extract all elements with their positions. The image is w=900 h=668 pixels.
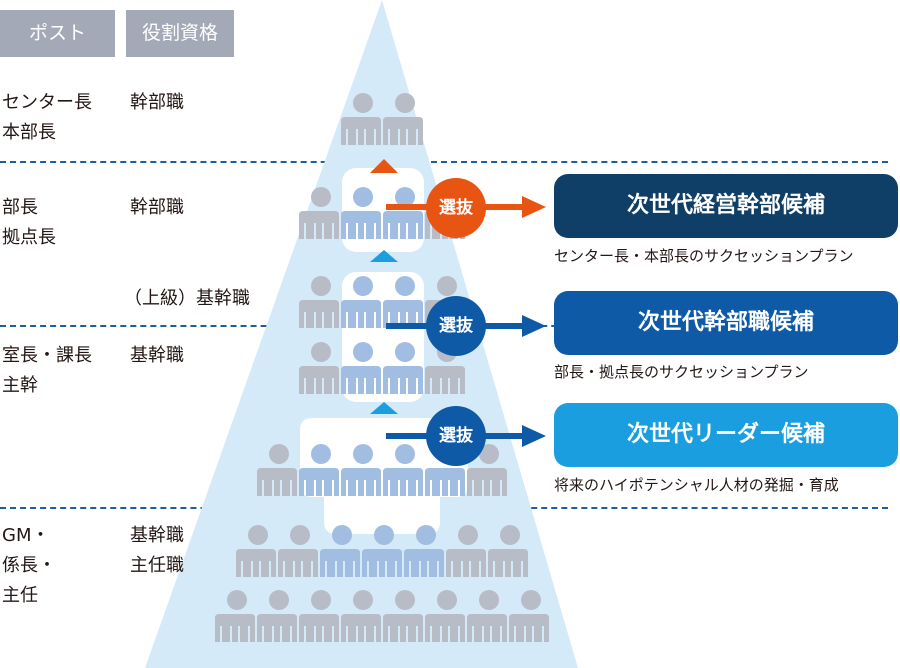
person-icon [425,590,465,642]
person-icon [299,590,339,642]
person-icon [236,525,276,577]
selection-badge: 選抜 [426,406,486,466]
person-icon [383,590,423,642]
person-icon [257,590,297,642]
role-label: （上級）基幹職 [124,288,250,309]
person-highlighted-icon [299,444,339,496]
arrow-right-icon [522,425,546,447]
person-highlighted-icon [341,342,381,394]
person-icon [467,444,507,496]
post-label: 室長・課長 主幹 [2,345,92,396]
arrow-right-icon [522,315,546,337]
role-label: 基幹職 [130,345,184,366]
header-role: 役割資格 [126,10,234,57]
person-icon [467,590,507,642]
person-highlighted-icon [383,187,423,239]
person-icon [215,590,255,642]
selection-badge: 選抜 [426,178,486,238]
person-highlighted-icon [341,276,381,328]
selection-badge: 選抜 [426,296,486,356]
role-label: 幹部職 [130,92,184,113]
person-highlighted-icon [383,276,423,328]
candidate-subtitle: 将来のハイポテンシャル人材の発掘・育成 [554,476,839,494]
person-icon [509,590,549,642]
role-label: 基幹職 主任職 [130,525,184,576]
arrow-right-icon [522,196,546,218]
person-highlighted-icon [362,525,402,577]
header-post: ポスト [0,10,115,57]
candidate-subtitle: 部長・拠点長のサクセッションプラン [554,363,809,381]
up-triangle-icon [370,159,398,173]
person-icon [341,590,381,642]
up-triangle-icon [370,250,398,262]
post-label: GM・ 係長・ 主任 [2,525,56,606]
person-highlighted-icon [320,525,360,577]
person-icon [299,276,339,328]
person-highlighted-icon [404,525,444,577]
person-icon [341,93,381,145]
role-label: 幹部職 [130,197,184,218]
level-separator [0,161,888,163]
post-label: 部長 拠点長 [2,197,56,248]
person-icon [278,525,318,577]
person-highlighted-icon [383,342,423,394]
post-label: センター長 本部長 [2,92,92,143]
person-highlighted-icon [341,444,381,496]
candidate-box-manager: 次世代幹部職候補 [554,291,898,355]
candidate-box-leader: 次世代リーダー候補 [554,403,898,467]
person-icon [446,525,486,577]
person-highlighted-icon [341,187,381,239]
person-icon [488,525,528,577]
person-icon [299,342,339,394]
person-icon [257,444,297,496]
candidate-box-executive: 次世代経営幹部候補 [554,174,898,238]
candidate-subtitle: センター長・本部長のサクセッションプラン [554,247,854,265]
person-highlighted-icon [383,444,423,496]
person-icon [299,187,339,239]
person-icon [383,93,423,145]
up-triangle-icon [370,402,398,414]
